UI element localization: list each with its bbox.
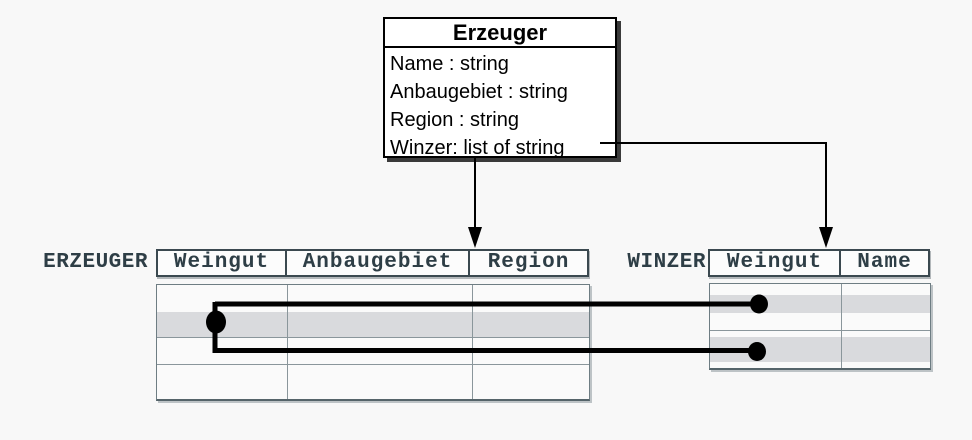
erzeuger-highlighted-row	[157, 312, 589, 338]
erzeuger-table-label: ERZEUGER	[43, 251, 148, 274]
erzeuger-column-divider	[472, 285, 473, 399]
arrow-down-icon	[819, 227, 833, 248]
class-attribute-list: Name : string Anbaugebiet : string Regio…	[385, 48, 615, 162]
class-to-erzeuger-arrow	[468, 158, 482, 248]
erzeuger-row-divider	[157, 364, 589, 365]
erzeuger-table-body	[156, 284, 590, 401]
winzer-table-body	[709, 283, 931, 370]
class-attribute-winzer: Winzer: list of string	[390, 137, 565, 159]
class-attribute-region: Region : string	[390, 109, 519, 131]
winzer-column-name: Name	[857, 251, 912, 274]
class-title: Erzeuger	[385, 19, 615, 48]
winzer-column-divider	[841, 284, 842, 368]
winzer-highlighted-row	[710, 337, 930, 362]
class-attribute-name: Name : string	[390, 53, 509, 75]
erzeuger-header-row: Weingut Anbaugebiet Region	[156, 249, 589, 277]
winzer-table-label: WINZER	[627, 251, 706, 274]
winzer-column-weingut: Weingut	[710, 251, 841, 275]
winzer-row-divider	[710, 330, 930, 331]
erzeuger-column-divider	[287, 285, 288, 399]
erzeuger-column-weingut: Weingut	[158, 251, 287, 275]
class-box-erzeuger: Erzeuger Name : string Anbaugebiet : str…	[383, 17, 617, 159]
winzer-attribute-to-table-arrow	[600, 142, 833, 248]
class-attribute-anbaugebiet: Anbaugebiet : string	[390, 81, 568, 103]
arrow-down-icon	[468, 227, 482, 248]
erzeuger-column-anbaugebiet: Anbaugebiet	[287, 251, 470, 275]
erzeuger-column-region: Region	[487, 251, 570, 274]
erzeuger-row-divider	[157, 337, 589, 338]
winzer-highlighted-row	[710, 295, 930, 313]
winzer-header-row: Weingut Name	[708, 249, 930, 277]
